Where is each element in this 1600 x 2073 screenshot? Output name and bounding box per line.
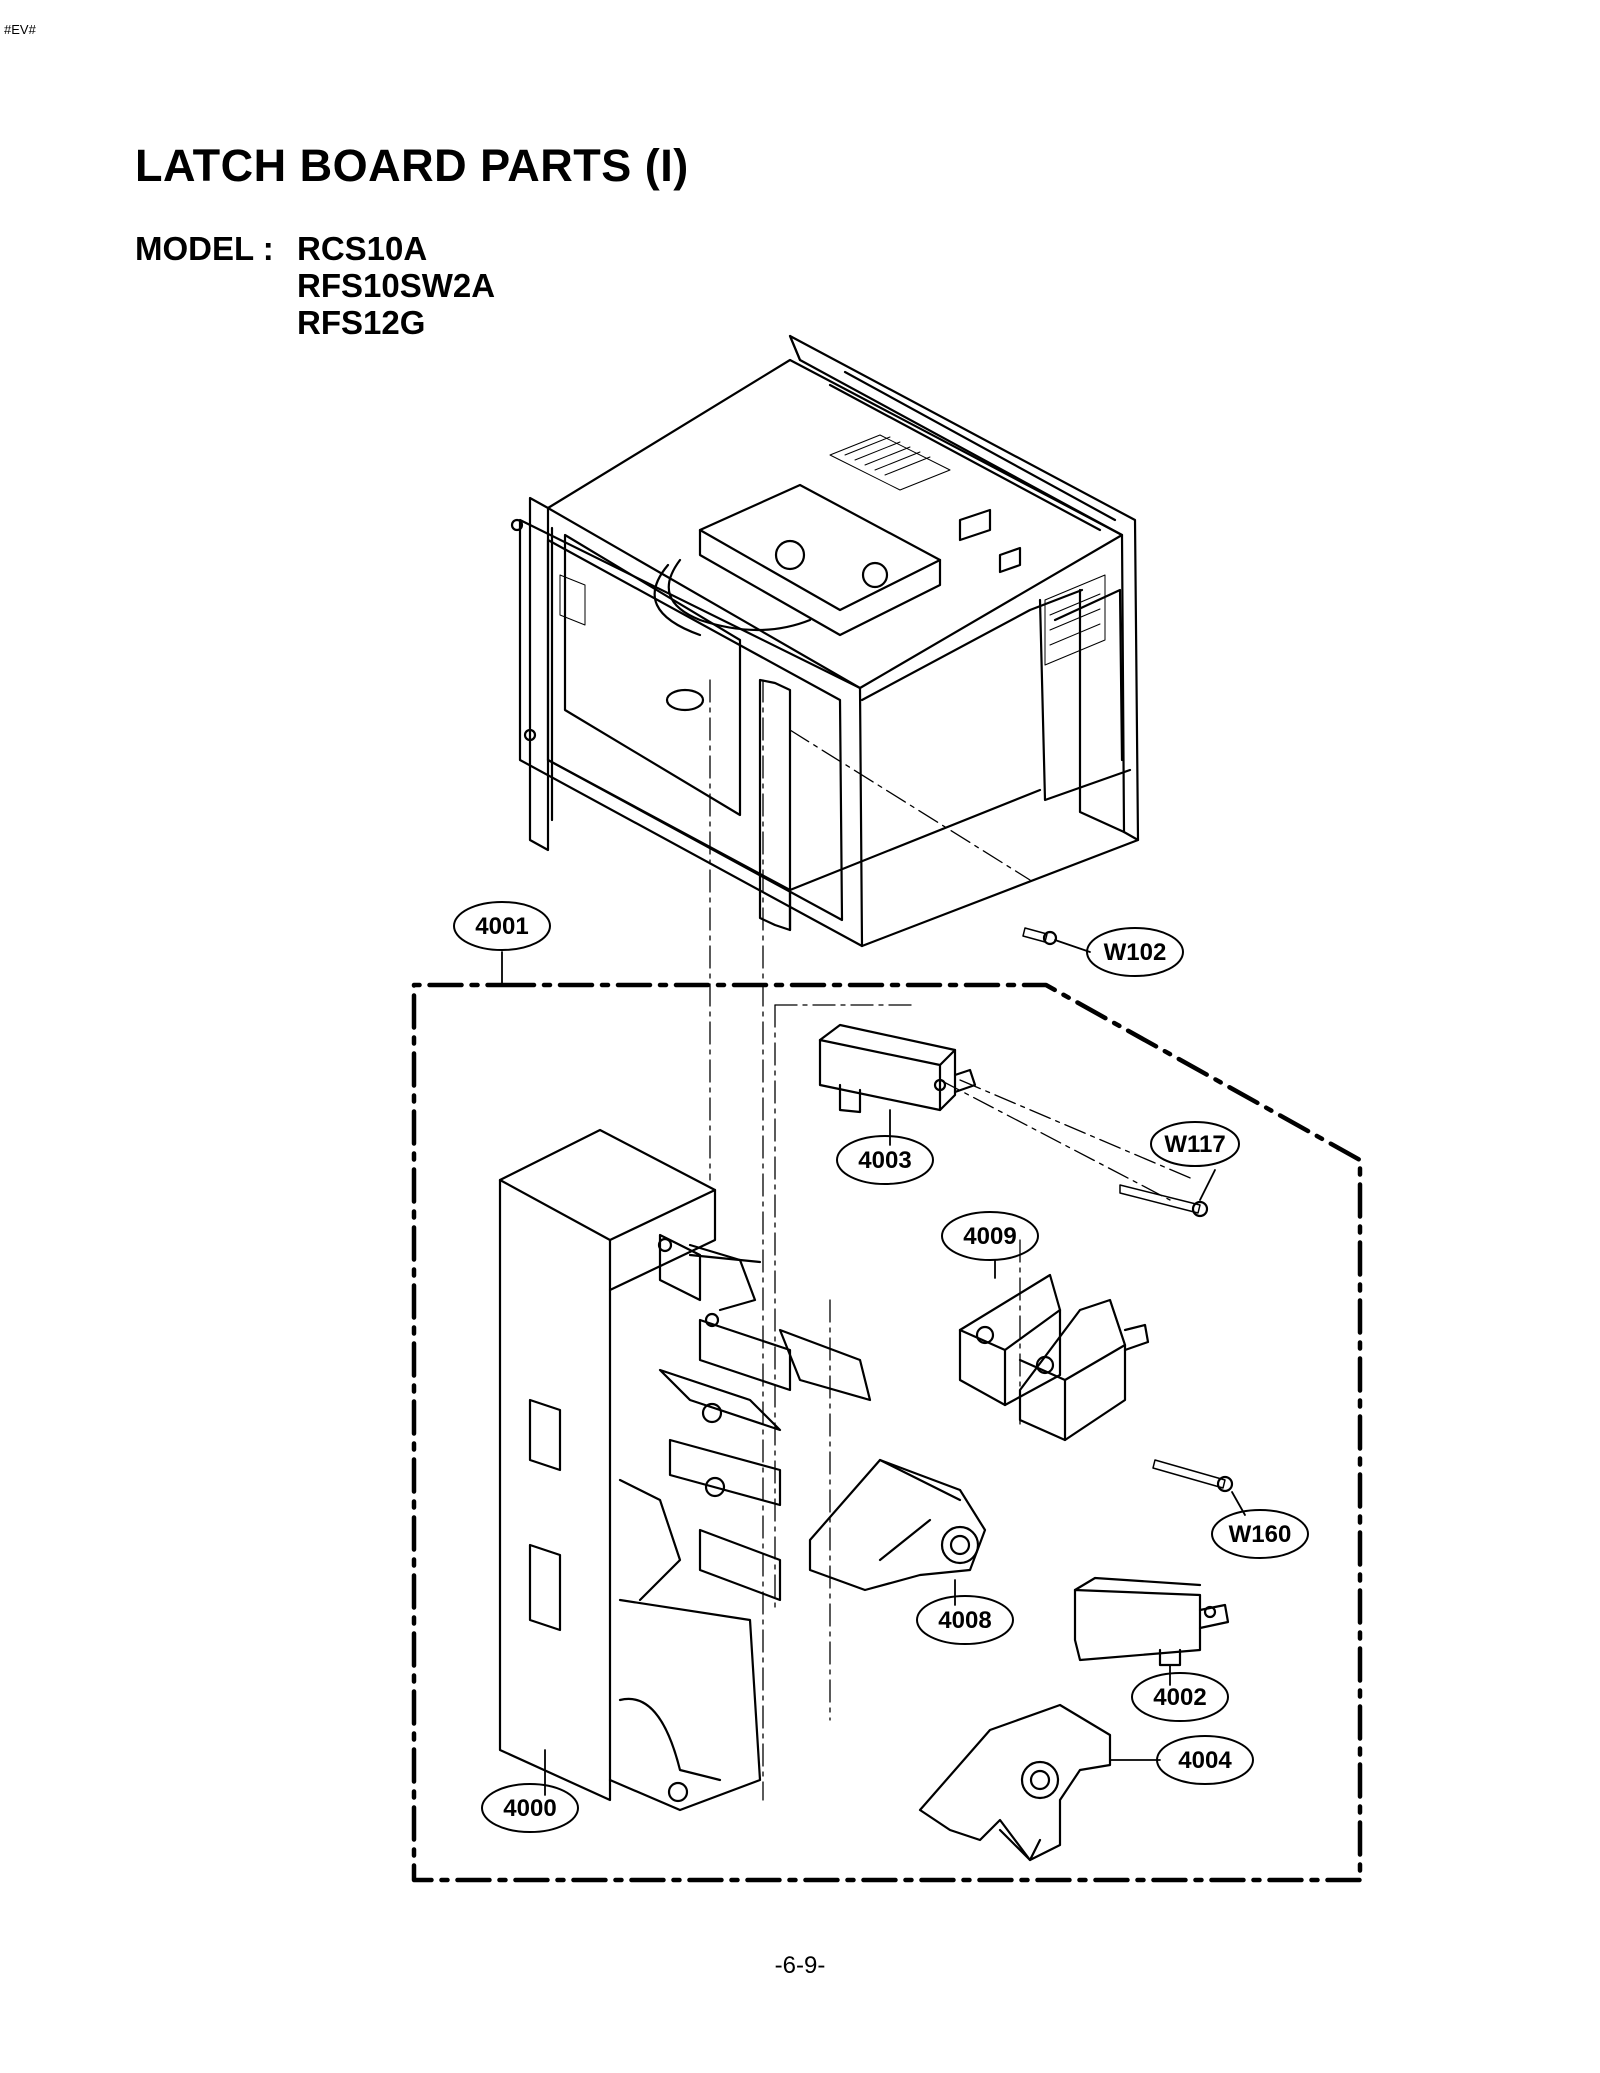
callout-4001 — [453, 901, 551, 951]
corner-mark: #EV# — [4, 22, 36, 37]
oven-chassis — [510, 334, 1140, 948]
screw-w102 — [1022, 927, 1058, 946]
screw-w117 — [1119, 1184, 1209, 1218]
callout-label: W160 — [1229, 1521, 1292, 1548]
callout-label: 4002 — [1153, 1684, 1206, 1711]
callout-4003 — [836, 1135, 934, 1185]
callout-label: 4001 — [475, 913, 528, 940]
assembly-boundary — [411, 982, 1363, 1883]
lever-4008 — [808, 1458, 987, 1592]
switch-4002 — [1073, 1576, 1230, 1667]
callout-label: 4003 — [858, 1147, 911, 1174]
model-number: RCS10A — [297, 230, 428, 267]
callout-label: W102 — [1104, 939, 1167, 966]
page-number: -6-9- — [774, 1952, 826, 1979]
lever-4004 — [918, 1703, 1112, 1862]
vent-grille — [559, 434, 1106, 666]
callout-4008 — [916, 1595, 1014, 1645]
screw-w160 — [1152, 1459, 1234, 1493]
alignment-lines — [709, 679, 1196, 1801]
callout-label: 4004 — [1178, 1747, 1232, 1774]
callout-label: 4009 — [963, 1223, 1016, 1250]
latch-board — [498, 1128, 872, 1812]
switch-4003 — [818, 1023, 977, 1114]
callout-4004 — [1156, 1735, 1254, 1785]
callout-label: 4008 — [938, 1607, 991, 1634]
callout-4002 — [1131, 1672, 1229, 1722]
callout-w160 — [1211, 1509, 1309, 1559]
callout-w102 — [1086, 927, 1184, 977]
callout-ellipses — [453, 901, 1309, 1833]
callout-4009 — [941, 1211, 1039, 1261]
callout-label: W117 — [1164, 1131, 1225, 1158]
model-number: RFS12G — [297, 304, 426, 341]
callout-leaders — [501, 939, 1246, 1796]
model-label: MODEL : — [135, 230, 274, 267]
switch-4009 — [958, 1273, 1150, 1442]
callout-w117 — [1150, 1121, 1240, 1167]
model-list: MODEL : RCS10A RFS10SW2A RFS12G — [135, 230, 495, 341]
model-number: RFS10SW2A — [297, 267, 496, 304]
callout-4000 — [481, 1783, 579, 1833]
page-title: LATCH BOARD PARTS (I) — [135, 140, 689, 191]
callout-label: 4000 — [503, 1795, 556, 1822]
